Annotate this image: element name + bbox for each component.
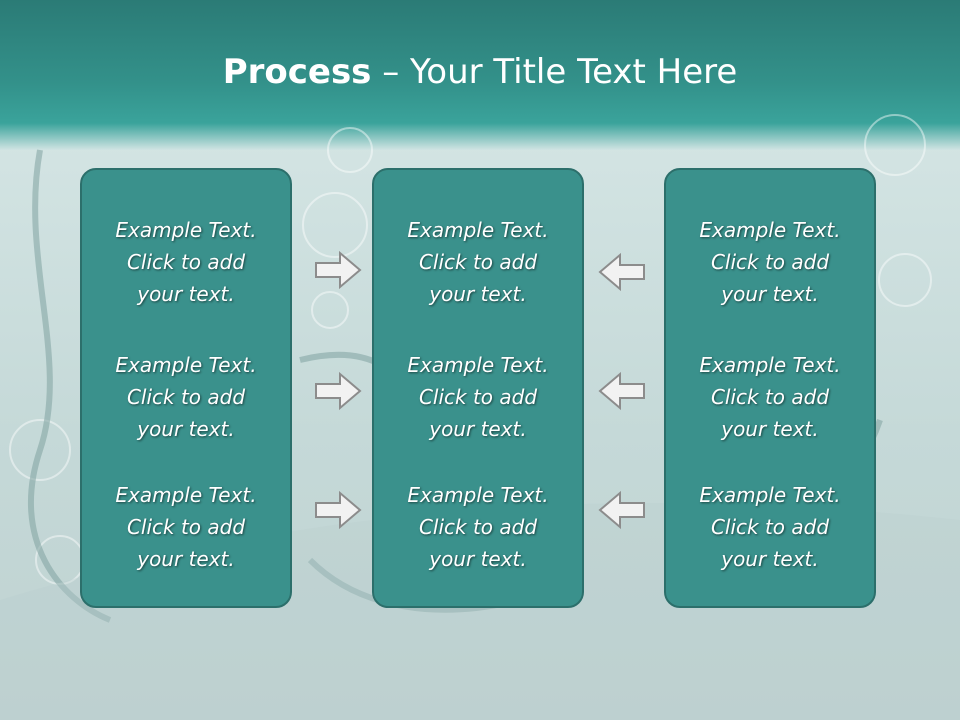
text-line: your text. <box>429 547 527 571</box>
left-arrow-icon[interactable] <box>598 490 646 530</box>
text-line: your text. <box>721 417 819 441</box>
text-line: Click to add <box>126 250 246 274</box>
text-line: your text. <box>137 417 235 441</box>
text-line: your text. <box>429 282 527 306</box>
text-line: Click to add <box>710 385 830 409</box>
text-item[interactable]: Example Text. Click to add your text. <box>374 214 582 310</box>
text-item[interactable]: Example Text. Click to add your text. <box>82 349 290 445</box>
text-line: Click to add <box>710 515 830 539</box>
text-line: Click to add <box>418 515 538 539</box>
right-arrow-icon[interactable] <box>314 490 362 530</box>
text-item[interactable]: Example Text. Click to add your text. <box>666 479 874 575</box>
title-bold: Process <box>222 52 372 92</box>
title-bar <box>0 0 960 150</box>
right-arrow-icon[interactable] <box>314 371 362 411</box>
text-item[interactable]: Example Text. Click to add your text. <box>666 214 874 310</box>
left-arrow-icon[interactable] <box>598 371 646 411</box>
text-line: your text. <box>429 417 527 441</box>
text-line: Example Text. <box>407 353 549 377</box>
text-line: Example Text. <box>115 353 257 377</box>
text-line: your text. <box>137 547 235 571</box>
text-line: Click to add <box>126 515 246 539</box>
left-arrow-icon[interactable] <box>598 252 646 292</box>
text-line: Example Text. <box>699 218 841 242</box>
text-line: Click to add <box>126 385 246 409</box>
text-line: Click to add <box>418 250 538 274</box>
text-line: Example Text. <box>115 483 257 507</box>
text-item[interactable]: Example Text. Click to add your text. <box>666 349 874 445</box>
text-line: your text. <box>721 547 819 571</box>
text-item[interactable]: Example Text. Click to add your text. <box>374 479 582 575</box>
text-line: Example Text. <box>115 218 257 242</box>
title-rest: – Your Title Text Here <box>371 52 738 92</box>
panel-left[interactable]: Example Text. Click to add your text. Ex… <box>80 168 292 608</box>
text-line: Example Text. <box>407 218 549 242</box>
text-line: Example Text. <box>407 483 549 507</box>
slide-title[interactable]: Process – Your Title Text Here <box>0 52 960 92</box>
text-line: Click to add <box>418 385 538 409</box>
panel-right[interactable]: Example Text. Click to add your text. Ex… <box>664 168 876 608</box>
text-line: Example Text. <box>699 353 841 377</box>
text-item[interactable]: Example Text. Click to add your text. <box>374 349 582 445</box>
right-arrow-icon[interactable] <box>314 250 362 290</box>
text-line: your text. <box>137 282 235 306</box>
text-line: Click to add <box>710 250 830 274</box>
text-line: Example Text. <box>699 483 841 507</box>
text-item[interactable]: Example Text. Click to add your text. <box>82 479 290 575</box>
text-item[interactable]: Example Text. Click to add your text. <box>82 214 290 310</box>
panel-center[interactable]: Example Text. Click to add your text. Ex… <box>372 168 584 608</box>
text-line: your text. <box>721 282 819 306</box>
